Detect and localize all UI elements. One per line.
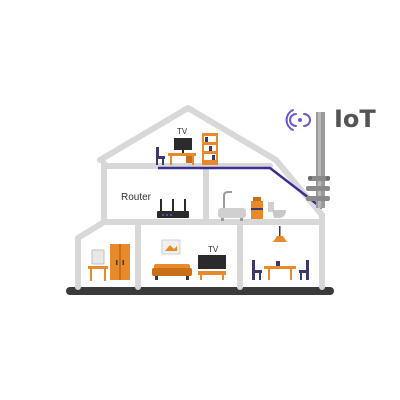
- iot-title: IoT: [334, 105, 376, 133]
- ground-line: [66, 287, 334, 295]
- bathtub-icon: [218, 208, 246, 221]
- attic-room: TV: [156, 127, 218, 165]
- wardrobe-icon: [110, 244, 130, 280]
- side-table-icon: [88, 266, 108, 281]
- living-room: TV: [152, 239, 226, 280]
- cabinet-icon: [251, 197, 263, 219]
- bathroom-room: [218, 191, 286, 221]
- router-icon: [157, 199, 189, 218]
- cell-tower: [306, 112, 330, 208]
- dining-chair-right-icon: [299, 260, 309, 280]
- dining-chair-left-icon: [252, 260, 262, 280]
- dining-table-icon: [264, 261, 296, 280]
- mirror-icon: [91, 249, 105, 265]
- tv-label-downstairs: TV: [208, 245, 219, 254]
- chair-icon-attic: [156, 147, 165, 165]
- shower-icon: [223, 191, 232, 210]
- router-label: Router: [121, 192, 152, 203]
- tv-icon-downstairs: [198, 255, 226, 269]
- toilet-icon: [268, 202, 286, 218]
- entry-room: [88, 244, 130, 281]
- wifi-signal-icon: [285, 109, 311, 131]
- tv-stand-icon: [198, 271, 226, 280]
- sofa-icon: [152, 264, 192, 280]
- house-outline: [75, 105, 325, 290]
- network-cable: [158, 166, 323, 209]
- ceiling-lamp-icon: [273, 226, 287, 242]
- picture-frame-icon: [161, 239, 181, 255]
- office-room: Router: [121, 192, 189, 218]
- tv-icon-upstairs: [174, 138, 192, 153]
- desk-icon: [168, 153, 196, 165]
- dining-room: [252, 226, 309, 280]
- bookshelf-icon: [202, 133, 218, 165]
- tv-label-upstairs: TV: [177, 127, 188, 136]
